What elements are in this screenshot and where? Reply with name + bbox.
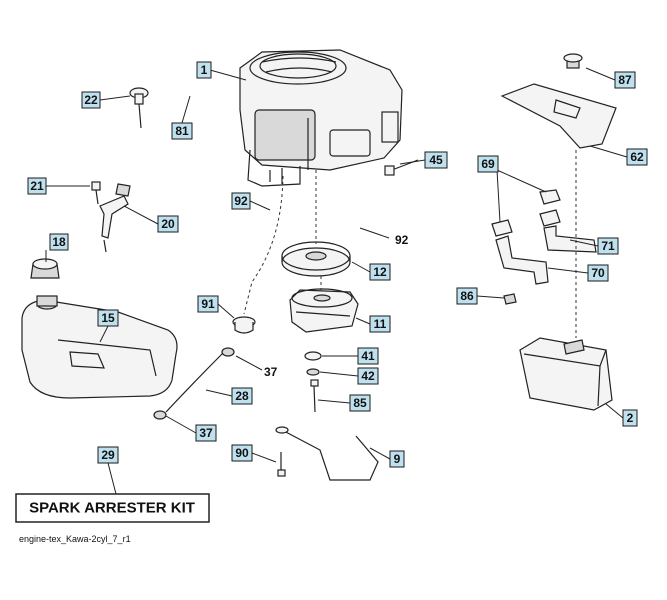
callout-91-label: 91 bbox=[201, 297, 215, 311]
callout-92-plain-label: 92 bbox=[395, 233, 409, 247]
spark-arrester-kit-box: SPARK ARRESTER KIT bbox=[15, 493, 210, 523]
callout-9-label: 9 bbox=[394, 452, 401, 466]
fuel-line-illustration bbox=[153, 347, 235, 420]
callout-28-label: 28 bbox=[235, 389, 249, 403]
exhaust-pipe-illustration bbox=[495, 225, 597, 285]
callout-92-label: 92 bbox=[234, 194, 248, 208]
callout-1: 1 bbox=[196, 61, 212, 79]
callout-62-label: 62 bbox=[630, 150, 644, 164]
alignment-lines bbox=[243, 150, 577, 338]
callout-15: 15 bbox=[97, 309, 119, 327]
bracket-rod-illustration bbox=[275, 426, 379, 481]
fuel-tank-illustration bbox=[21, 295, 178, 399]
callout-85: 85 bbox=[349, 394, 371, 412]
callout-71-label: 71 bbox=[601, 239, 615, 253]
callout-41-label: 41 bbox=[361, 349, 375, 363]
callout-71: 71 bbox=[597, 237, 619, 255]
callout-81-label: 81 bbox=[175, 124, 189, 138]
callout-21: 21 bbox=[27, 177, 47, 195]
muffler-illustration bbox=[519, 337, 613, 411]
callout-15-label: 15 bbox=[101, 311, 115, 325]
washer-illustration bbox=[304, 351, 322, 376]
callout-92: 92 bbox=[231, 192, 251, 210]
pto-clutch-illustration bbox=[289, 288, 359, 333]
callout-20: 20 bbox=[157, 215, 179, 233]
fuel-cap-illustration bbox=[30, 258, 60, 279]
pulley-illustration bbox=[281, 241, 351, 277]
heat-shield-illustration bbox=[500, 53, 617, 149]
callout-22: 22 bbox=[81, 91, 101, 109]
callout-22-label: 22 bbox=[84, 93, 98, 107]
callout-62: 62 bbox=[626, 148, 648, 166]
callout-87-label: 87 bbox=[618, 73, 632, 87]
callout-18-label: 18 bbox=[52, 235, 66, 249]
callout-90: 90 bbox=[231, 444, 253, 462]
callout-1-label: 1 bbox=[201, 63, 208, 77]
callout-90-label: 90 bbox=[235, 446, 249, 460]
callout-42: 42 bbox=[357, 367, 379, 385]
gasket-illustration bbox=[491, 189, 561, 237]
bolt-85-illustration bbox=[310, 379, 319, 413]
spark-arrester-kit-label: SPARK ARRESTER KIT bbox=[29, 500, 195, 517]
callout-86-label: 86 bbox=[460, 289, 474, 303]
callout-42-label: 42 bbox=[361, 369, 375, 383]
callout-28: 28 bbox=[231, 387, 253, 405]
engine-illustration bbox=[239, 49, 403, 187]
callout-45-label: 45 bbox=[429, 153, 443, 167]
callout-11: 11 bbox=[369, 315, 391, 333]
callout-2: 2 bbox=[622, 409, 638, 427]
callout-91: 91 bbox=[197, 295, 219, 313]
callout-18: 18 bbox=[49, 233, 69, 251]
callout-69: 69 bbox=[477, 155, 499, 173]
nut-86-illustration bbox=[503, 293, 517, 305]
callout-29-label: 29 bbox=[101, 448, 115, 462]
dipstick-illustration bbox=[129, 87, 149, 129]
spacer-91-illustration bbox=[232, 316, 256, 334]
callout-2-label: 2 bbox=[627, 411, 634, 425]
callout-37: 37 bbox=[195, 424, 217, 442]
callout-12-label: 12 bbox=[373, 265, 387, 279]
callout-37-plain-label: 37 bbox=[264, 365, 278, 379]
callout-20-label: 20 bbox=[161, 217, 175, 231]
callout-45: 45 bbox=[424, 151, 448, 169]
callout-70-label: 70 bbox=[591, 266, 605, 280]
callout-81: 81 bbox=[171, 122, 193, 140]
callout-11-label: 11 bbox=[374, 317, 387, 331]
callout-86: 86 bbox=[456, 287, 478, 305]
breather-hose-illustration bbox=[147, 90, 233, 106]
diagram-reference-code: engine-tex_Kawa-2cyl_7_r1 bbox=[19, 534, 131, 544]
callout-70: 70 bbox=[587, 264, 609, 282]
leader-lines bbox=[45, 67, 628, 495]
callout-87: 87 bbox=[614, 71, 636, 89]
callout-37-label: 37 bbox=[199, 426, 213, 440]
throttle-bracket-illustration bbox=[91, 181, 131, 253]
callout-69-label: 69 bbox=[481, 157, 495, 171]
bolt-90-illustration bbox=[277, 452, 286, 477]
callout-29: 29 bbox=[97, 446, 119, 464]
callout-85-label: 85 bbox=[353, 396, 367, 410]
callout-21-label: 21 bbox=[30, 179, 44, 193]
callout-41: 41 bbox=[357, 347, 379, 365]
callout-12: 12 bbox=[369, 263, 391, 281]
callout-9: 9 bbox=[389, 450, 405, 468]
